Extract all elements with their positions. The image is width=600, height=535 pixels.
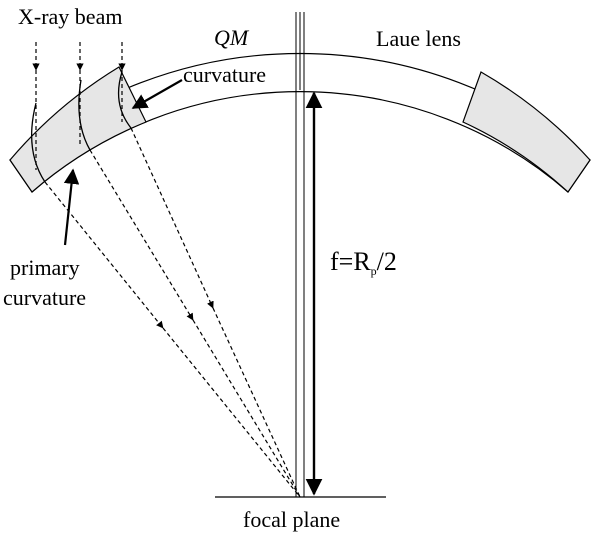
diffracted-beam-2-tail [192,319,301,498]
xray-beam-label: X-ray beam [18,4,122,29]
diffracted-beam-3-tail [212,307,301,498]
diffracted-beam-3 [130,127,214,309]
qm-curvature-label: curvature [183,62,266,87]
diffracted-beam-1-tail [162,327,301,498]
primary-curvature-label-line1: primary [10,255,80,280]
diffracted-beam-2 [89,149,194,321]
diffracted-beam-1 [44,181,164,329]
crystal-tile-right [462,71,591,193]
primary-curvature-label-line2: curvature [3,285,86,310]
crystal-tile-left [9,66,147,193]
primary-curvature-pointer [63,168,80,246]
crystal-curve-3 [117,71,132,129]
laue-lens-label: Laue lens [376,26,461,51]
focal-length-label: f=Rp/2 [330,247,397,278]
qm-curvature-pointer [131,79,183,109]
qm-label: QM [214,25,250,50]
focal-plane-label: focal plane [243,507,340,532]
crystal-curve-1 [31,102,46,183]
